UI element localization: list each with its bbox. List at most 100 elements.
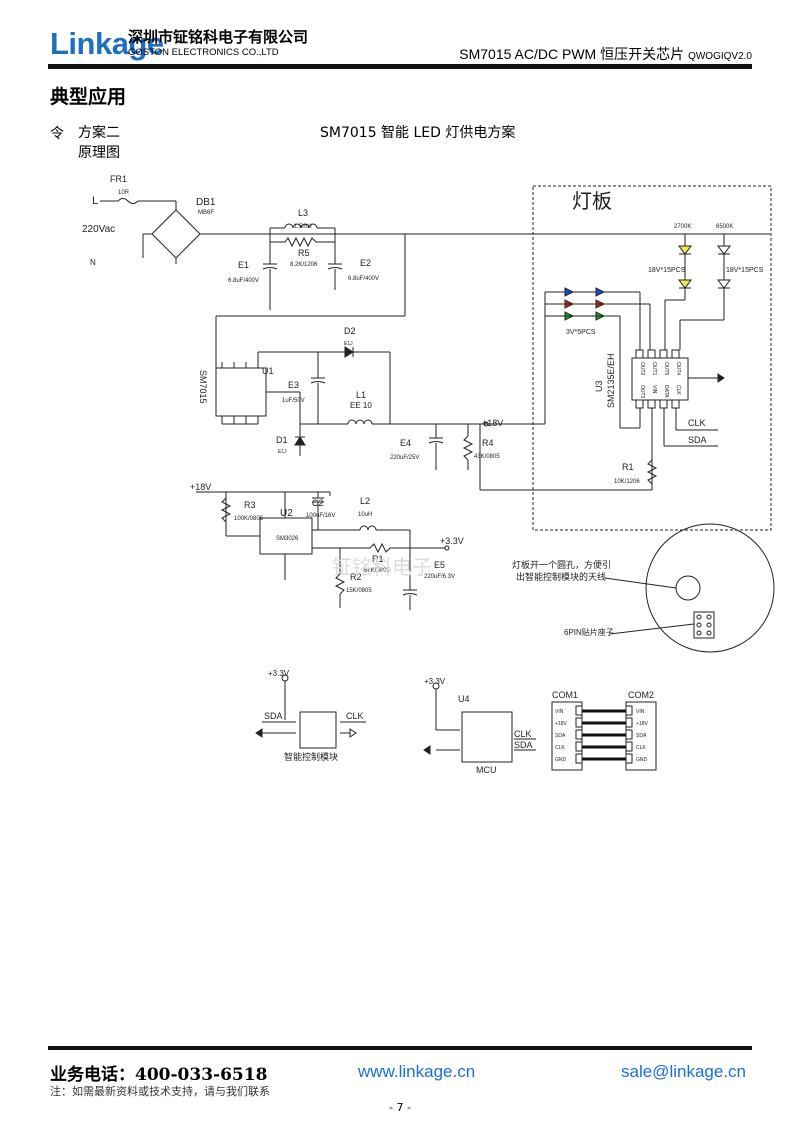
- company-name-cn: 深圳市钲铭科电子有限公司: [128, 28, 309, 46]
- label-r3: R3: [244, 500, 256, 510]
- label-r2: R2: [350, 572, 362, 582]
- com2-pin-2: +18V: [636, 721, 648, 727]
- label-l1-val: EE 10: [350, 401, 372, 410]
- com2-pin-4: CLK: [636, 745, 646, 751]
- smart-3v3: +3.3V: [268, 669, 290, 678]
- u3-pin-2: OUT1: [651, 362, 657, 376]
- mcu-sda: SDA: [514, 740, 533, 750]
- com1-pin-3: SDA: [555, 733, 566, 739]
- label-vac: 220Vac: [82, 224, 115, 235]
- label-r1-board: R1: [622, 462, 634, 472]
- mcu-label: MCU: [476, 765, 497, 775]
- u3-pin-8: CLK: [675, 385, 681, 395]
- document-version: QWOGIQV2.0: [688, 51, 752, 62]
- label-r1: R1: [372, 554, 384, 564]
- label-l1: L1: [356, 390, 366, 400]
- header-rule: [48, 64, 752, 69]
- label-u3-chip: SM2135E/EH: [606, 353, 616, 408]
- u3-pin-5: OUT3: [639, 385, 645, 399]
- label-18v-b: +18V: [190, 482, 211, 492]
- com1-pin-4: CLK: [555, 745, 565, 751]
- mcu-3v3: +3.3V: [424, 677, 446, 686]
- website-link[interactable]: www.linkage.cn: [358, 1062, 476, 1081]
- label-l3-val: 1.5mH: [294, 224, 312, 230]
- label-u4: U4: [458, 694, 470, 704]
- label-d2: D2: [344, 326, 356, 336]
- label-r5: R5: [298, 248, 310, 258]
- label-e5-val: 220uF/6.3V: [424, 574, 455, 580]
- hole-note-2: 出智能控制模块的天线: [516, 571, 606, 582]
- label-r1-val: 68K/0805: [364, 568, 390, 574]
- label-u2-chip: SM3026: [276, 536, 299, 542]
- bullet-mark: 令: [50, 126, 64, 142]
- label-l2-val: 10uH: [358, 512, 372, 518]
- label-e3-val: 1uF/50V: [282, 398, 305, 404]
- label-led-18v-b: 18V*15PCS: [726, 267, 764, 274]
- com1-pin-5: GND: [555, 757, 567, 763]
- footer-note: 注：如需最新资料或技术支持，请与我们联系: [50, 1085, 270, 1098]
- label-d1-val: E1J: [278, 449, 287, 455]
- u3-pin-3: OUT5: [663, 362, 669, 376]
- com2-pin-1: VIN: [636, 709, 645, 715]
- sales-phone: 业务电话：400-033-6518: [50, 1065, 268, 1085]
- hole-note-1: 灯板开一个圆孔，方便引: [512, 559, 611, 570]
- label-2700k: 2700K: [674, 224, 691, 230]
- label-e4: E4: [400, 438, 411, 448]
- smart-sda: SDA: [264, 711, 283, 721]
- label-r2-val: 15K/0805: [346, 588, 372, 594]
- label-r4: R4: [482, 438, 494, 448]
- u3-pin-6: VIN: [651, 385, 657, 394]
- smart-module-label: 智能控制模块: [284, 751, 338, 762]
- com1-pin-1: VIN: [555, 709, 564, 715]
- label-18v: +18V: [482, 418, 503, 428]
- label-d1: D1: [276, 435, 288, 445]
- label-e2: E2: [360, 258, 371, 268]
- page-number: - 7 -: [389, 1101, 411, 1114]
- label-e1: E1: [238, 260, 249, 270]
- label-d2-val: E1J: [344, 341, 353, 347]
- label-6500k: 6500K: [716, 224, 733, 230]
- label-r3-val: 100K/0805: [234, 516, 264, 522]
- label-e4-val: 220uF/25V: [390, 455, 419, 461]
- pin6-note: 6PIN贴片座子: [564, 627, 614, 637]
- label-r4-val: 43K/0805: [474, 454, 500, 460]
- com1-pin-2: +18V: [555, 721, 567, 727]
- label-e3: E3: [288, 380, 299, 390]
- company-logo: Linkage: [50, 26, 164, 61]
- scheme-subtitle: SM7015 智能 LED 灯供电方案: [320, 125, 516, 141]
- label-fr1-val: 10R: [118, 190, 130, 196]
- label-3v3: +3.3V: [440, 536, 464, 546]
- label-e1-val: 6.8uF/400V: [228, 278, 259, 284]
- label-com2: COM2: [628, 690, 654, 700]
- scheme-label: 方案二: [78, 125, 120, 141]
- com2-pin-5: GND: [636, 757, 648, 763]
- label-e5: E5: [434, 560, 445, 570]
- schematic-diagram: FR1 10R L 220Vac N DB1 MB6F L3 1.5mH R5 …: [82, 174, 775, 775]
- label-l3: L3: [298, 208, 308, 218]
- com2-pin-3: SDA: [636, 733, 647, 739]
- label-fr1: FR1: [110, 174, 127, 184]
- label-db1-val: MB6F: [198, 210, 214, 216]
- email-link[interactable]: sale@linkage.cn: [621, 1062, 746, 1081]
- label-led-18v-a: 18V*15PCS: [648, 267, 686, 274]
- smart-clk: CLK: [346, 711, 364, 721]
- label-clk: CLK: [688, 418, 706, 428]
- schematic-caption: 原理图: [78, 145, 120, 161]
- label-l2: L2: [360, 496, 370, 506]
- label-r5-val: 8.2K/1206: [290, 262, 318, 268]
- u3-pin-4: OUT4: [675, 362, 681, 376]
- watermark: 钲铭科电子: [332, 556, 432, 579]
- label-n-input: N: [90, 258, 96, 267]
- mcu-clk: CLK: [514, 729, 532, 739]
- u3-pin-1: OUT2: [639, 362, 645, 376]
- document-title-text: SM7015 AC/DC PWM 恒压开关芯片: [459, 46, 685, 62]
- label-u1: U1: [262, 366, 274, 376]
- footer-rule: [48, 1046, 752, 1050]
- label-u3: U3: [594, 380, 604, 392]
- label-c2-val: 100nF/16V: [306, 513, 335, 519]
- label-u1-chip: SM7015: [198, 370, 208, 404]
- label-c2: C2: [312, 498, 324, 508]
- label-e2-val: 6.8uF/400V: [348, 276, 379, 282]
- u3-pin-7: DATA: [663, 385, 669, 398]
